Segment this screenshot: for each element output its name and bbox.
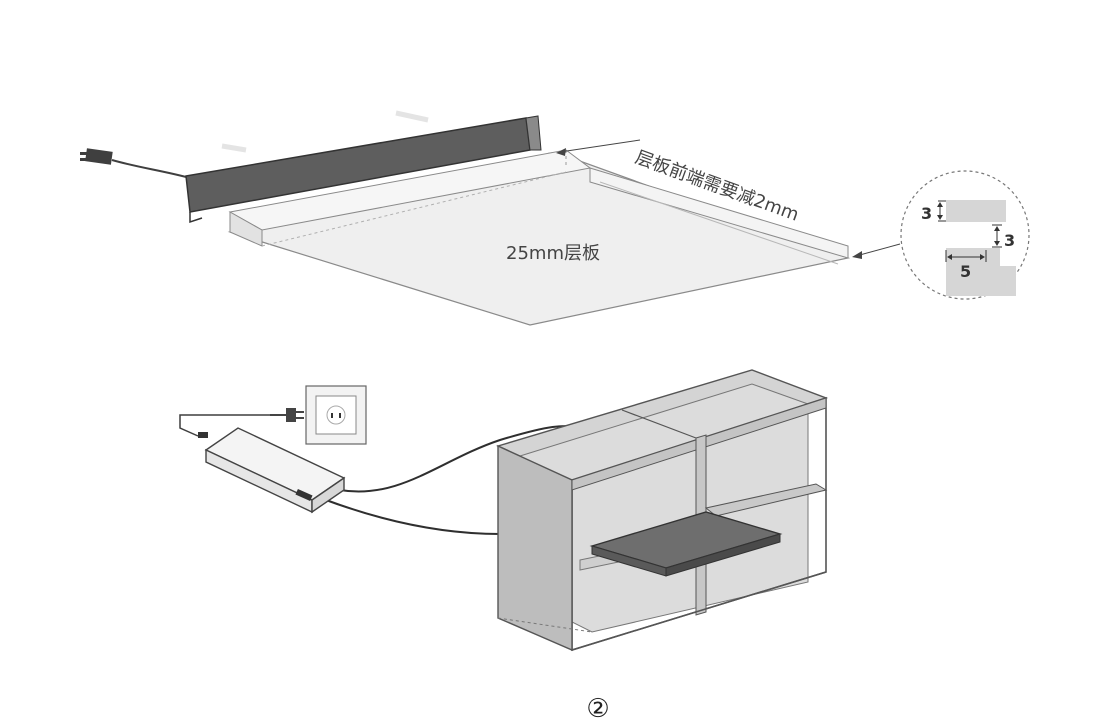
detail-dim-bottom: 5 [960, 262, 971, 281]
wall-socket [305, 385, 367, 445]
pointer-arrow-front [556, 139, 641, 156]
cabinet [496, 369, 829, 652]
pointer-arrow-detail [852, 243, 901, 259]
step-number: ② [586, 694, 609, 724]
shelf-panel [227, 149, 851, 326]
inserted-shelf-with-led [589, 511, 783, 577]
led-driver [198, 427, 346, 514]
power-plug [270, 408, 304, 422]
profile-detail-callout [900, 170, 1030, 300]
shelf-thickness-label: 25mm层板 [506, 243, 600, 264]
connector-plug [80, 148, 191, 179]
detail-dim-top: 3 [921, 204, 932, 223]
aluminium-led-profile [185, 115, 562, 224]
detail-dim-right: 3 [1004, 231, 1015, 250]
direction-arrow-left [221, 110, 429, 153]
